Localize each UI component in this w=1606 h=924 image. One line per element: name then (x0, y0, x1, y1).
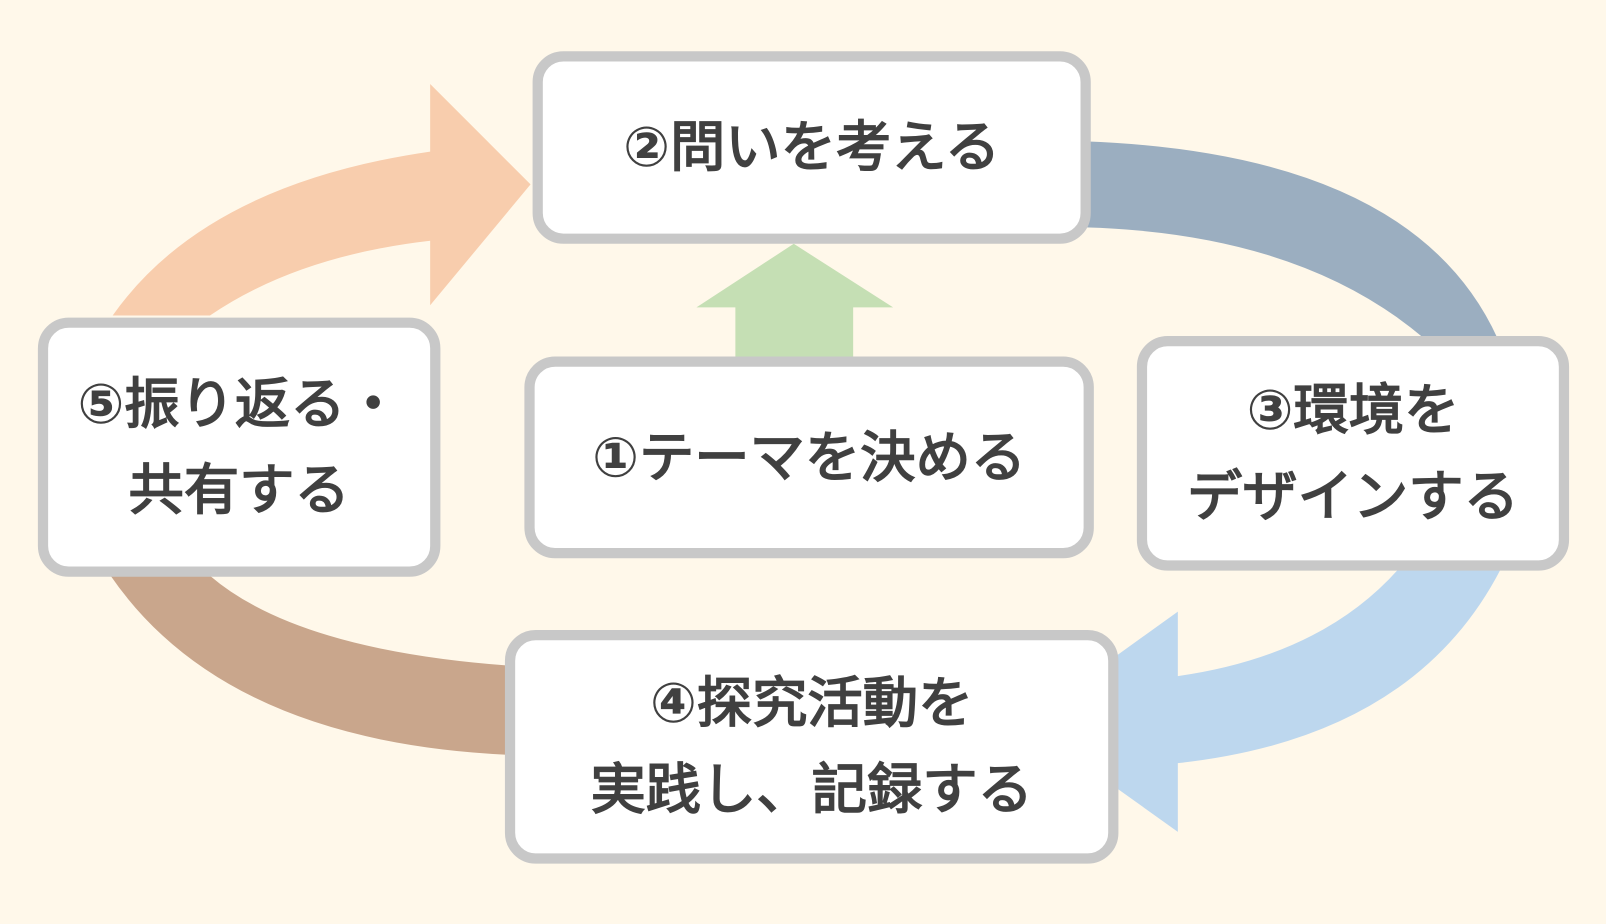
arrow-reflect-to-question (112, 84, 531, 316)
step-5-label-line2: 共有する (128, 457, 350, 522)
step-4-label-line1: ④探究活動を (649, 671, 974, 736)
step-1-label: ①テーマを決める (592, 424, 1027, 490)
step-3-label-line1: ③環境を (1246, 377, 1460, 443)
step-2-box: ②問いを考える (532, 51, 1091, 244)
step-2-label: ②問いを考える (623, 114, 1001, 180)
step-4-label-line2: 実践し、記録する (590, 757, 1033, 822)
step-3-label-line2: デザインする (1187, 463, 1519, 529)
step-5-box: ⑤振り返る・共有する (37, 317, 441, 577)
arrow-practice-to-reflect (110, 575, 513, 755)
arrow-environment-to-practice (1024, 569, 1501, 832)
step-4-box: ④探究活動を実践し、記録する (504, 630, 1119, 864)
arrow-theme-to-question (696, 243, 894, 361)
arrow-question-to-environment (1085, 141, 1498, 339)
step-3-box: ③環境をデザインする (1136, 336, 1570, 571)
step-1-box: ①テーマを決める (524, 356, 1094, 559)
step-5-label-line1: ⑤振り返る・ (77, 371, 401, 437)
